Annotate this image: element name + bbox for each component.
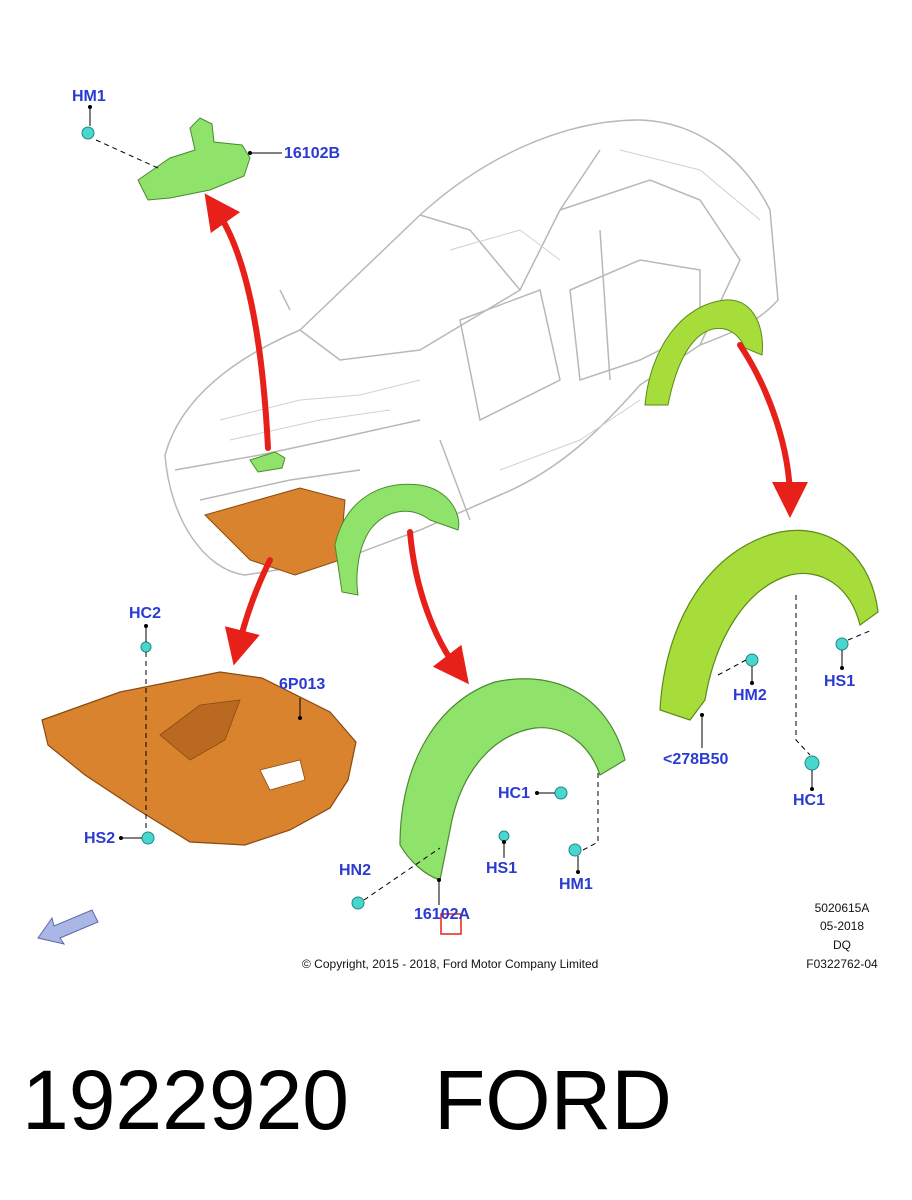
fasteners	[81, 126, 849, 910]
figure-id: F0322762-04	[806, 957, 878, 971]
figure-code: DQ	[833, 938, 851, 952]
fastener-hc1-front	[554, 786, 568, 800]
liner-16102a	[399, 678, 626, 881]
label-6p013: 6P013	[279, 676, 326, 693]
fastener-hm1-front	[568, 843, 582, 857]
fastener-hs1-rear	[835, 637, 849, 651]
figure-ref: 5020615A	[814, 901, 870, 915]
label-hm2: HM2	[733, 687, 767, 704]
fastener-hm1-top	[81, 126, 95, 140]
highlight-box	[440, 913, 462, 935]
red-arrows	[204, 193, 808, 685]
fastener-hs1-front	[498, 830, 510, 842]
fastener-hc1-rear	[804, 755, 820, 771]
label-hc1-rear: HC1	[793, 792, 826, 809]
label-hc2: HC2	[129, 605, 162, 622]
label-hm1-front: HM1	[559, 876, 593, 893]
liner-278b50	[659, 529, 879, 721]
label-16102b: 16102B	[284, 145, 341, 162]
label-16102a: 16102A	[414, 906, 471, 923]
installed-bracket	[249, 451, 286, 473]
fastener-hn2	[351, 896, 365, 910]
part-number: 1922920	[22, 1053, 350, 1147]
shield-6p013	[41, 671, 357, 846]
label-hs1-rear: HS1	[824, 673, 856, 690]
brand-name: FORD	[434, 1053, 672, 1147]
copyright-notice: © Copyright, 2015 - 2018, Ford Motor Com…	[302, 957, 599, 971]
label-278b50: <278B50	[663, 751, 729, 768]
fastener-hm2	[745, 653, 759, 667]
figure-date: 05-2018	[819, 919, 865, 933]
orientation-arrow-icon	[37, 909, 99, 945]
label-hs2: HS2	[84, 830, 116, 847]
installed-front-liner	[334, 483, 460, 596]
label-hn2: HN2	[339, 862, 372, 879]
label-hm1-top: HM1	[72, 88, 106, 105]
bracket-16102b	[137, 117, 251, 201]
fastener-hc2	[140, 641, 152, 653]
label-hs1-front: HS1	[486, 860, 518, 877]
fastener-hs2	[141, 831, 155, 845]
installed-engine-shield	[204, 487, 346, 576]
installed-rear-liner	[644, 299, 764, 406]
label-hc1-front: HC1	[498, 785, 531, 802]
leader-lines	[89, 107, 873, 905]
parts-diagram	[37, 105, 879, 945]
